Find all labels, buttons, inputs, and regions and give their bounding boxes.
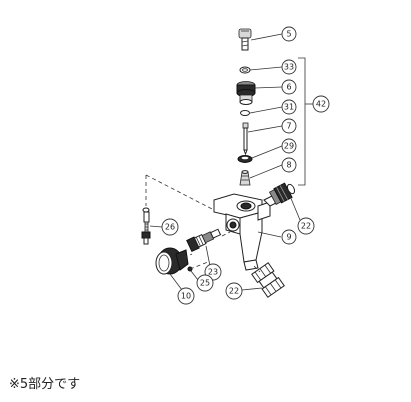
callout-9: 9 xyxy=(281,229,297,245)
part-23-nipple xyxy=(186,228,222,253)
callout-33-label: 33 xyxy=(284,63,294,72)
callout-9-label: 9 xyxy=(286,233,291,242)
part-26-bolt xyxy=(141,207,151,245)
callout-5: 5 xyxy=(281,26,297,42)
callout-42: 42 xyxy=(312,95,330,113)
callout-26-label: 26 xyxy=(165,223,175,232)
callout-22-upper: 22 xyxy=(297,217,315,235)
assembly-lines xyxy=(145,174,261,273)
callout-5-label: 5 xyxy=(286,30,291,39)
callout-6-label: 6 xyxy=(286,83,291,92)
part-33-o-ring xyxy=(239,66,251,74)
callout-8-label: 8 xyxy=(286,161,291,170)
footnote: ※5部分です xyxy=(9,377,81,392)
callout-33: 33 xyxy=(281,59,297,75)
callout-22-lower-label: 22 xyxy=(229,287,239,296)
leader-lines xyxy=(149,33,301,291)
callout-25-label: 25 xyxy=(200,279,210,288)
callout-29-label: 29 xyxy=(284,142,294,151)
callout-22-upper-label: 22 xyxy=(301,222,311,231)
part-5-screw xyxy=(238,28,252,51)
callout-7-label: 7 xyxy=(286,122,291,131)
part-6-fitting xyxy=(236,81,256,105)
callout-31: 31 xyxy=(281,99,297,115)
callout-10: 10 xyxy=(177,287,195,305)
callout-29: 29 xyxy=(281,138,297,154)
callout-26: 26 xyxy=(161,218,179,236)
part-9-body xyxy=(213,193,271,271)
part-7-needle xyxy=(242,122,249,156)
part-22-connector-lower xyxy=(251,262,285,298)
callout-25: 25 xyxy=(196,274,214,292)
callout-22-lower: 22 xyxy=(225,282,243,300)
part-31-o-ring xyxy=(240,110,250,116)
callout-23-label: 23 xyxy=(208,268,218,277)
callout-7: 7 xyxy=(281,118,297,134)
callout-42-label: 42 xyxy=(316,100,326,109)
callout-10-label: 10 xyxy=(181,292,191,301)
part-10-knob xyxy=(155,247,189,275)
callout-6: 6 xyxy=(281,79,297,95)
callout-31-label: 31 xyxy=(284,103,294,112)
part-29-washer xyxy=(237,155,253,163)
assembly-bracket xyxy=(298,57,313,186)
part-22-connector-upper xyxy=(263,182,296,207)
callout-8: 8 xyxy=(281,157,297,173)
part-8-valve xyxy=(239,170,251,186)
